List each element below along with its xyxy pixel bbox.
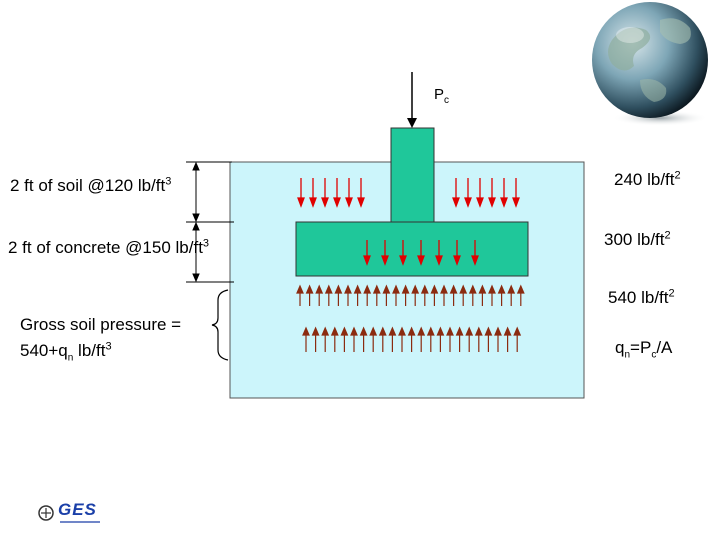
up-arrow-head	[382, 284, 391, 294]
up-arrow-head	[353, 284, 362, 294]
up-arrow-head	[315, 284, 324, 294]
up-arrow-head	[344, 284, 352, 294]
up-arrow-head	[507, 284, 516, 294]
up-arrow-head	[392, 284, 400, 294]
up-arrow-head	[503, 326, 512, 336]
up-arrow-head	[340, 326, 349, 336]
up-arrow-head	[388, 326, 397, 336]
up-arrow-head	[363, 284, 372, 294]
up-arrow-head	[305, 284, 314, 294]
soil-block	[229, 161, 585, 399]
net-pressure-formula: qn=Pc/A	[615, 338, 673, 361]
gross-pressure-label-line2: 540+qn lb/ft3	[20, 340, 112, 364]
up-arrow-head	[407, 326, 416, 336]
up-arrow-head	[478, 284, 487, 294]
up-arrow-head	[426, 326, 435, 336]
up-arrow-head	[465, 326, 474, 336]
column-load-arrow	[407, 72, 417, 128]
concrete-layer-label: 2 ft of concrete @150 lb/ft3	[8, 237, 210, 257]
up-arrow-head	[436, 326, 445, 336]
up-arrow-head	[474, 326, 483, 336]
up-arrow-head	[369, 326, 378, 336]
up-arrow-head	[459, 284, 468, 294]
up-arrow-head	[378, 326, 387, 336]
up-arrow-head	[446, 326, 454, 336]
up-arrow-head	[372, 284, 381, 294]
up-arrow-head	[494, 326, 502, 336]
up-arrow-head	[398, 326, 406, 336]
up-arrow-head	[497, 284, 506, 294]
net-pressure-arrows-row2	[302, 326, 522, 352]
up-arrow-head	[455, 326, 464, 336]
gross-pressure-label-line1: Gross soil pressure =	[20, 315, 182, 334]
soil-layer-label: 2 ft of soil @120 lb/ft3	[10, 175, 172, 195]
column-load-label: Pc	[434, 86, 450, 106]
up-arrow-head	[430, 284, 439, 294]
concrete-load-arrows	[363, 240, 479, 266]
up-arrow-head	[411, 284, 420, 294]
brace	[211, 289, 229, 361]
up-arrow-head	[449, 284, 458, 294]
up-arrow-head	[296, 284, 304, 294]
soil-reaction-arrows-row1	[296, 284, 525, 306]
up-arrow-head	[516, 284, 525, 294]
concrete-pressure-value: 300 lb/ft2	[604, 229, 671, 249]
up-arrow-head	[359, 326, 368, 336]
up-arrow-head	[440, 284, 448, 294]
up-arrow-head	[488, 284, 496, 294]
soil-pressure-value: 240 lb/ft2	[614, 169, 681, 189]
up-arrow-head	[334, 284, 343, 294]
up-arrow-head	[350, 326, 358, 336]
company-logo-icon	[38, 505, 100, 523]
up-arrow-head	[513, 326, 522, 336]
company-logo-text: GES	[58, 500, 97, 519]
up-arrow-head	[420, 284, 429, 294]
concrete-column	[390, 127, 435, 224]
up-arrow-head	[484, 326, 493, 336]
up-arrow-head	[401, 284, 410, 294]
up-arrow-head	[330, 326, 339, 336]
dimension-lines	[186, 161, 234, 283]
up-arrow-head	[311, 326, 320, 336]
up-arrow-head	[302, 326, 310, 336]
up-arrow-head	[417, 326, 426, 336]
up-arrow-head	[324, 284, 333, 294]
total-pressure-value: 540 lb/ft2	[608, 287, 675, 307]
globe-icon	[592, 2, 708, 126]
concrete-footing	[295, 221, 529, 277]
soil-load-arrows-left	[297, 178, 365, 208]
up-arrow-head	[468, 284, 477, 294]
up-arrow-head	[321, 326, 330, 336]
soil-load-arrows-right	[452, 178, 520, 208]
